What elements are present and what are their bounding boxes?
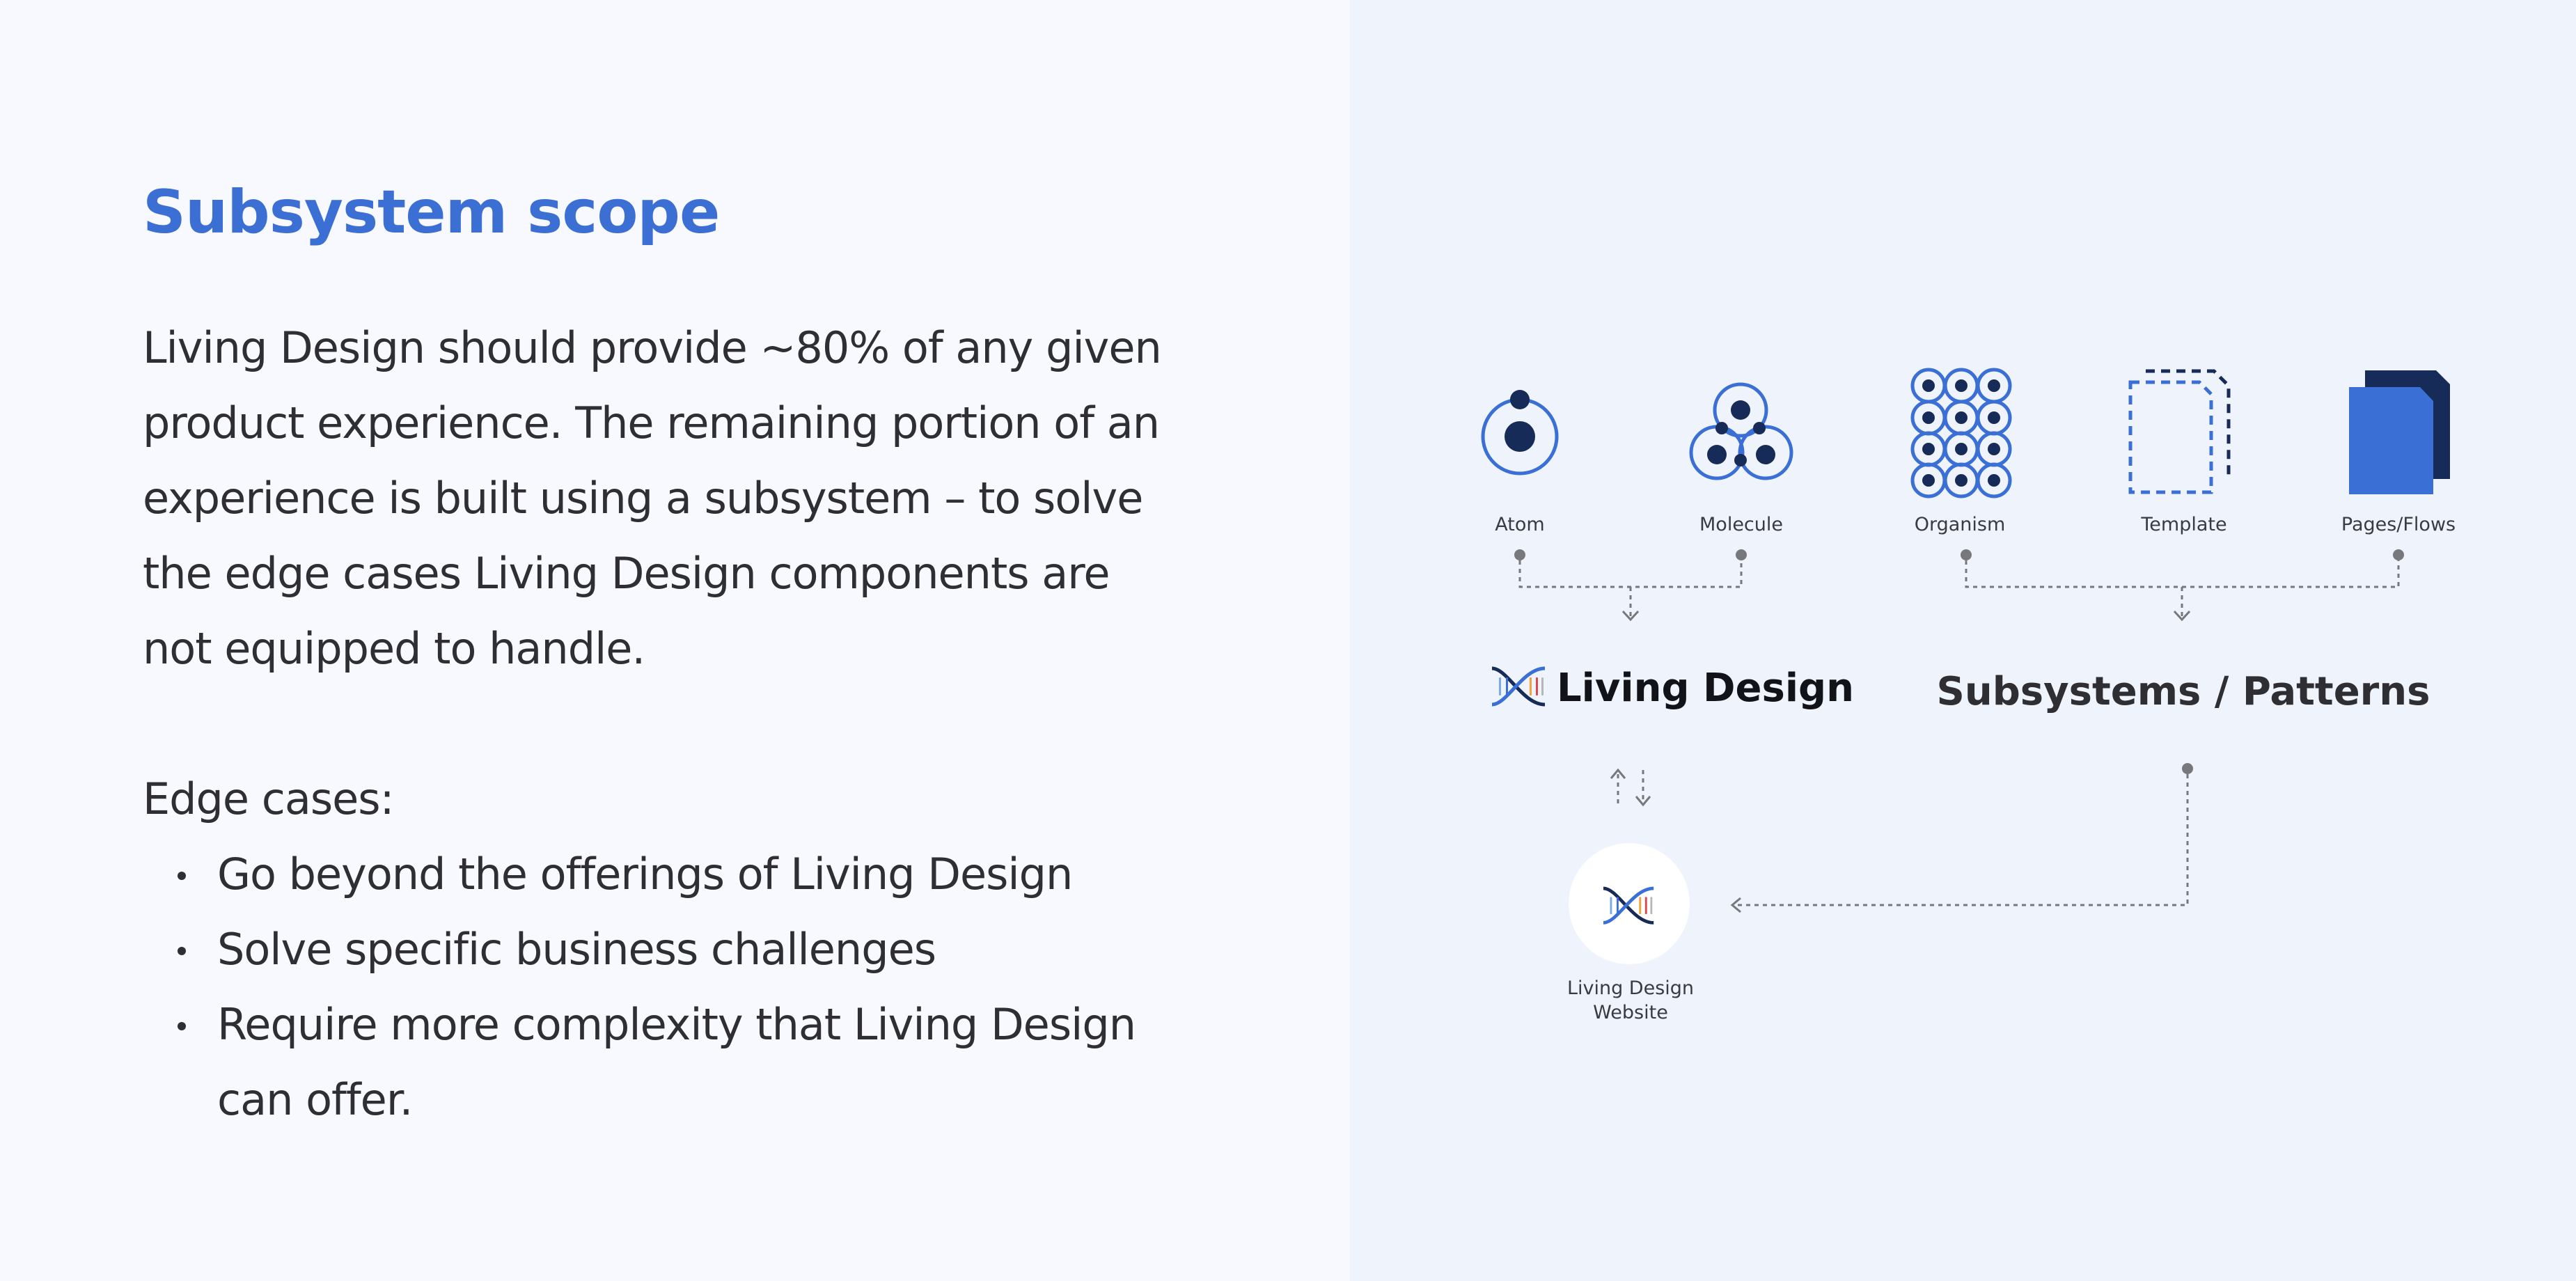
diagram-panel — [1350, 0, 2576, 1281]
level-label-pages: Pages/Flows — [2341, 514, 2456, 535]
website-label-line-2: Website — [1593, 1002, 1668, 1023]
intro-paragraph: Living Design should provide ~80% of any… — [143, 322, 1162, 674]
edge-cases-heading: Edge cases: — [143, 773, 394, 824]
website-label-line-1: Living Design — [1567, 977, 1694, 999]
level-label-template: Template — [2140, 514, 2226, 535]
level-label-molecule: Molecule — [1699, 514, 1783, 535]
page-title: Subsystem scope — [143, 178, 720, 247]
connector-atoms-to-living-design — [1514, 549, 1747, 622]
living-design-logo-icon — [1491, 666, 1546, 707]
living-design-website-logo-icon — [1603, 886, 1654, 925]
connector-organisms-to-subsystems — [1961, 549, 2404, 622]
template-icon — [2128, 369, 2231, 494]
level-label-atom: Atom — [1495, 514, 1544, 535]
text-panel — [0, 0, 1350, 1281]
edge-case-item: Go beyond the offerings of Living Design — [143, 837, 1187, 912]
subsystems-label: Subsystems / Patterns — [1937, 669, 2430, 714]
connector-subsystems-to-website — [1730, 763, 2193, 913]
pages-icon — [2349, 370, 2450, 494]
edge-cases-list: Go beyond the offerings of Living Design… — [143, 837, 1187, 1138]
molecule-icon — [1689, 382, 1793, 480]
living-design-label: Living Design — [1557, 666, 1854, 711]
atom-icon — [1481, 390, 1559, 476]
edge-case-item: Solve specific business challenges — [143, 912, 1187, 987]
organism-icon — [1910, 368, 2012, 498]
bidirectional-arrows-icon — [1610, 768, 1651, 807]
edge-case-item: Require more complexity that Living Desi… — [143, 987, 1187, 1138]
level-label-organism: Organism — [1915, 514, 2006, 535]
